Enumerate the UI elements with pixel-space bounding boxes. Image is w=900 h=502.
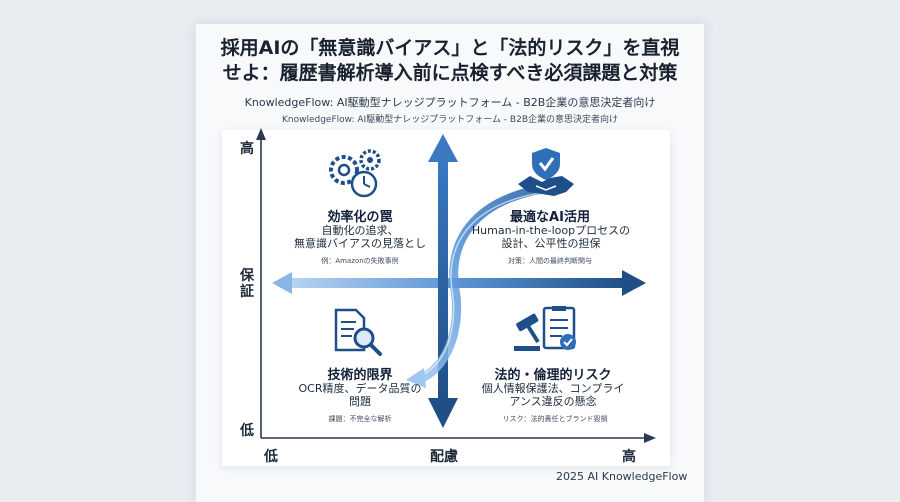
gavel-checklist-icon (514, 306, 576, 351)
footer-credit: 2025 AI KnowledgeFlow (556, 470, 688, 483)
quadrant-bottom-left-title: 技術的限界 (327, 368, 393, 383)
quadrant-bottom-right-desc: 個人情報保護法、コンプライ アンス違反の懸念 (468, 382, 638, 408)
quadrant-top-left-desc-line-1: 自動化の追求、 (321, 224, 399, 237)
quadrant-bottom-left-note: 課題：不完全な解析 (328, 415, 392, 423)
subtitle-secondary: KnowledgeFlow: AI駆動型ナレッジプラットフォーム - B2B企業… (281, 115, 618, 125)
quadrant-bottom-right-title: 法的・倫理的リスク (494, 368, 612, 383)
quadrant-top-right-note: 対策：人間の最終判断関与 (508, 257, 592, 265)
y-axis-high-label: 高 (240, 141, 254, 157)
s-curve-swoosh (406, 183, 553, 388)
quadrant-bottom-left-desc-line-2: 問題 (349, 395, 371, 408)
y-axis-low-label: 低 (240, 423, 254, 439)
quadrant-top-left-desc: 自動化の追求、 無意識バイアスの見落とし (280, 224, 440, 250)
quadrant-bottom-right-desc-line-1: 個人情報保護法、コンプライ (481, 382, 625, 395)
handshake-shield-icon (518, 148, 574, 196)
quadrant-bottom-right-desc-line-2: アンス違反の懸念 (509, 395, 597, 408)
y-axis (256, 128, 266, 438)
document-magnifier-icon (334, 308, 382, 356)
x-axis-title: 配慮 (430, 449, 458, 465)
x-axis (261, 433, 656, 443)
vertical-arrow (428, 134, 458, 428)
quadrant-top-right-desc: Human-in-the-loopプロセスの 設計、公平性の担保 (466, 224, 636, 250)
quadrant-top-right-desc-line-1: Human-in-the-loopプロセスの (471, 224, 631, 237)
quadrant-top-left-desc-line-2: 無意識バイアスの見落とし (294, 237, 426, 250)
x-axis-low-label: 低 (264, 449, 278, 465)
title-line-2: せよ：履歴書解析導入前に点検すべき必須課題と対策 (222, 62, 678, 84)
gears-clock-icon (329, 149, 381, 198)
title-line-1: 採用AIの「無意識バイアス」と「法的リスク」を直視 (220, 37, 680, 59)
quadrant-top-right-title: 最適なAI活用 (510, 210, 590, 225)
quadrant-top-left-note: 例：Amazonの失敗事例 (321, 257, 399, 265)
subtitle-primary: KnowledgeFlow: AI駆動型ナレッジプラットフォーム - B2B企業… (244, 96, 656, 109)
quadrant-bottom-left-desc: OCR精度、データ品質の 問題 (285, 382, 435, 408)
y-axis-title: 保証 (240, 268, 254, 300)
quadrant-bottom-right-note: リスク：法的責任とブランド毀損 (502, 415, 608, 423)
quadrant-bottom-left-desc-line-1: OCR精度、データ品質の (298, 382, 422, 395)
x-axis-high-label: 高 (622, 449, 636, 465)
quadrant-top-left-title: 効率化の罠 (327, 210, 393, 225)
quadrant-top-right-desc-line-2: 設計、公平性の担保 (501, 237, 601, 250)
